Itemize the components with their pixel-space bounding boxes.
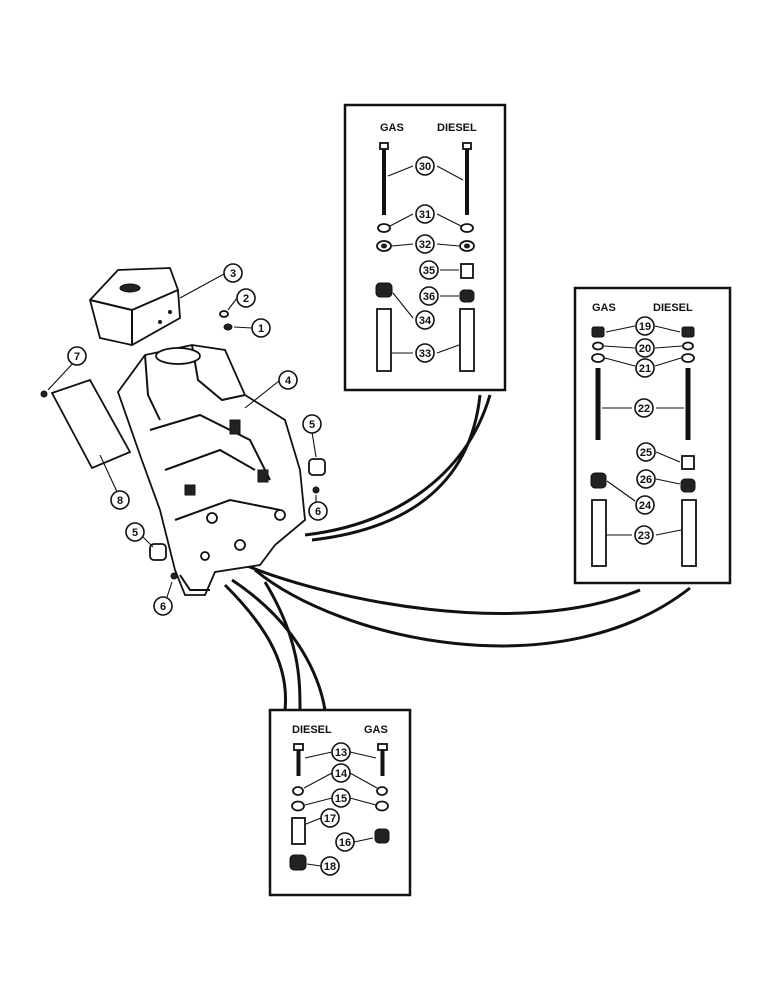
callout-5-left-label: 5 (132, 527, 138, 539)
callout-26 (636, 469, 656, 489)
callout-15-label: 15 (335, 793, 347, 805)
callout-19 (635, 316, 655, 336)
connector-lines (223, 394, 691, 711)
callout-18 (320, 856, 340, 876)
callout-36-label: 36 (423, 291, 435, 303)
callout-32 (415, 234, 435, 254)
callout-33-label: 33 (419, 348, 431, 360)
callout-21-label: 21 (639, 363, 651, 375)
part-7-screw (40, 390, 48, 398)
callout-4 (278, 370, 298, 390)
callout-21 (635, 358, 655, 378)
part-3-cover (89, 267, 181, 346)
part-5-spacer-left (149, 543, 167, 561)
callout-16 (335, 832, 355, 852)
callout-2-label: 2 (243, 293, 249, 305)
callout-22-label: 22 (638, 403, 650, 415)
callout-13 (331, 742, 351, 762)
callout-1 (251, 318, 271, 338)
callout-6-right-label: 6 (315, 506, 321, 518)
bottom-box-gas-header: GAS (364, 724, 388, 736)
part-2-washer (219, 310, 229, 318)
callout-19-label: 19 (639, 321, 651, 333)
right-box-gas-header: GAS (592, 302, 616, 314)
main-assembly: 3 2 1 4 7 8 5 6 5 6 (40, 263, 328, 616)
callout-30 (415, 156, 435, 176)
callout-33 (415, 343, 435, 363)
callout-5-right (302, 414, 322, 434)
callout-23 (634, 525, 654, 545)
callout-5-right-label: 5 (309, 419, 315, 431)
callout-1-label: 1 (258, 323, 264, 335)
callout-15 (331, 788, 351, 808)
callout-25-label: 25 (640, 447, 652, 459)
callout-2 (236, 288, 256, 308)
detail-box-top: GAS DIESEL (343, 103, 507, 392)
callout-35 (419, 260, 439, 280)
callout-23-label: 23 (638, 530, 650, 542)
callout-35-label: 35 (423, 265, 435, 277)
callout-7 (67, 346, 87, 366)
callout-31 (415, 204, 435, 224)
callout-18-label: 18 (324, 861, 336, 873)
callout-31-label: 31 (419, 209, 431, 221)
callout-14-label: 14 (335, 768, 348, 780)
top-box-gas-header: GAS (380, 122, 404, 134)
callout-4-label: 4 (285, 375, 292, 387)
part-1-screw (223, 323, 233, 331)
bottom-box-diesel-header: DIESEL (292, 724, 332, 736)
callout-17-label: 17 (324, 813, 336, 825)
part-5-spacer-right (308, 458, 326, 476)
callout-34 (415, 310, 435, 330)
callout-16-label: 16 (339, 837, 351, 849)
callout-34-label: 34 (419, 315, 432, 327)
right-box-diesel-header: DIESEL (653, 302, 693, 314)
callout-14 (331, 763, 351, 783)
callout-17 (320, 808, 340, 828)
callout-6-left (153, 596, 173, 616)
part-6-nut-left (170, 572, 178, 580)
callout-24 (635, 495, 655, 515)
callout-3 (223, 263, 243, 283)
top-box-diesel-header: DIESEL (437, 122, 477, 134)
callout-30-label: 30 (419, 161, 431, 173)
part-8-cover-plate (50, 378, 132, 470)
callout-8-label: 8 (117, 495, 123, 507)
callout-20 (635, 338, 655, 358)
callout-32-label: 32 (419, 239, 431, 251)
callout-6-left-label: 6 (160, 601, 166, 613)
callout-3-label: 3 (230, 268, 236, 280)
callout-13-label: 13 (335, 747, 347, 759)
callout-8 (110, 490, 130, 510)
detail-box-bottom: DIESEL GAS 13 14 (268, 708, 412, 897)
callout-22 (634, 398, 654, 418)
callout-25 (636, 442, 656, 462)
callout-5-left (125, 522, 145, 542)
callout-7-label: 7 (74, 351, 80, 363)
callout-20-label: 20 (639, 343, 651, 355)
part-4-support-casting (116, 344, 306, 596)
callout-26-label: 26 (640, 474, 652, 486)
part-6-nut-right (312, 486, 320, 494)
detail-box-right: GAS DIESEL (573, 286, 732, 585)
callout-36 (419, 286, 439, 306)
callout-6-right (308, 501, 328, 521)
callout-24-label: 24 (639, 500, 652, 512)
